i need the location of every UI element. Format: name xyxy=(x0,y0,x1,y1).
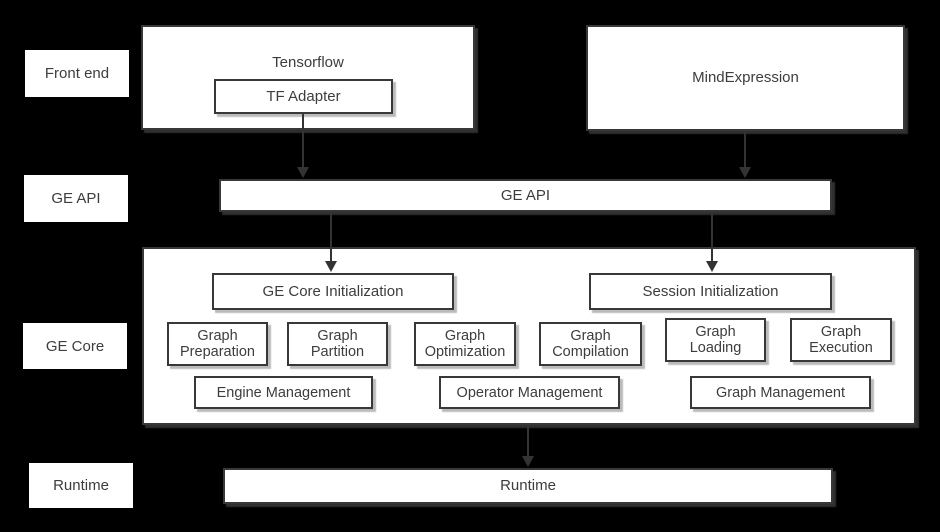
arrow-ge-core-to-runtime xyxy=(522,425,534,467)
runtime-bar: Runtime xyxy=(223,468,833,504)
ge-core-initialization-box: GE Core Initialization xyxy=(212,273,454,310)
layer-label-runtime: Runtime xyxy=(29,463,133,508)
arrow-shaft xyxy=(711,212,713,261)
arrow-head-icon xyxy=(297,167,309,178)
graph-execution-box: Graph Execution xyxy=(790,318,892,362)
arrow-head-icon xyxy=(739,167,751,178)
graph-preparation-box: Graph Preparation xyxy=(167,322,268,366)
arrow-mindexpression-to-ge-api xyxy=(739,131,751,178)
arrow-shaft xyxy=(330,212,332,261)
tensorflow-label: Tensorflow xyxy=(272,54,344,71)
mindexpression-box: MindExpression xyxy=(586,25,905,131)
arrow-ge-api-to-session-initialization xyxy=(706,212,718,272)
graph-management-box: Graph Management xyxy=(690,376,871,409)
graph-optimization-box: Graph Optimization xyxy=(414,322,516,366)
layer-label-ge-api: GE API xyxy=(24,175,128,222)
operator-management-box: Operator Management xyxy=(439,376,620,409)
arrow-shaft xyxy=(744,131,746,167)
arrow-shaft xyxy=(302,114,304,167)
arrow-head-icon xyxy=(522,456,534,467)
layer-label-ge-core: GE Core xyxy=(23,323,127,369)
graph-compilation-box: Graph Compilation xyxy=(539,322,642,366)
engine-management-box: Engine Management xyxy=(194,376,373,409)
layer-label-front-end: Front end xyxy=(25,50,129,97)
arrow-tf-adapter-to-ge-api xyxy=(297,114,309,178)
arrow-head-icon xyxy=(325,261,337,272)
graph-partition-box: Graph Partition xyxy=(287,322,388,366)
graph-loading-box: Graph Loading xyxy=(665,318,766,362)
ge-api-bar: GE API xyxy=(219,179,832,212)
arrow-shaft xyxy=(527,425,529,456)
session-initialization-box: Session Initialization xyxy=(589,273,832,310)
arrow-head-icon xyxy=(706,261,718,272)
arrow-ge-api-to-ge-core-initialization xyxy=(325,212,337,272)
tf-adapter-box: TF Adapter xyxy=(214,79,393,114)
